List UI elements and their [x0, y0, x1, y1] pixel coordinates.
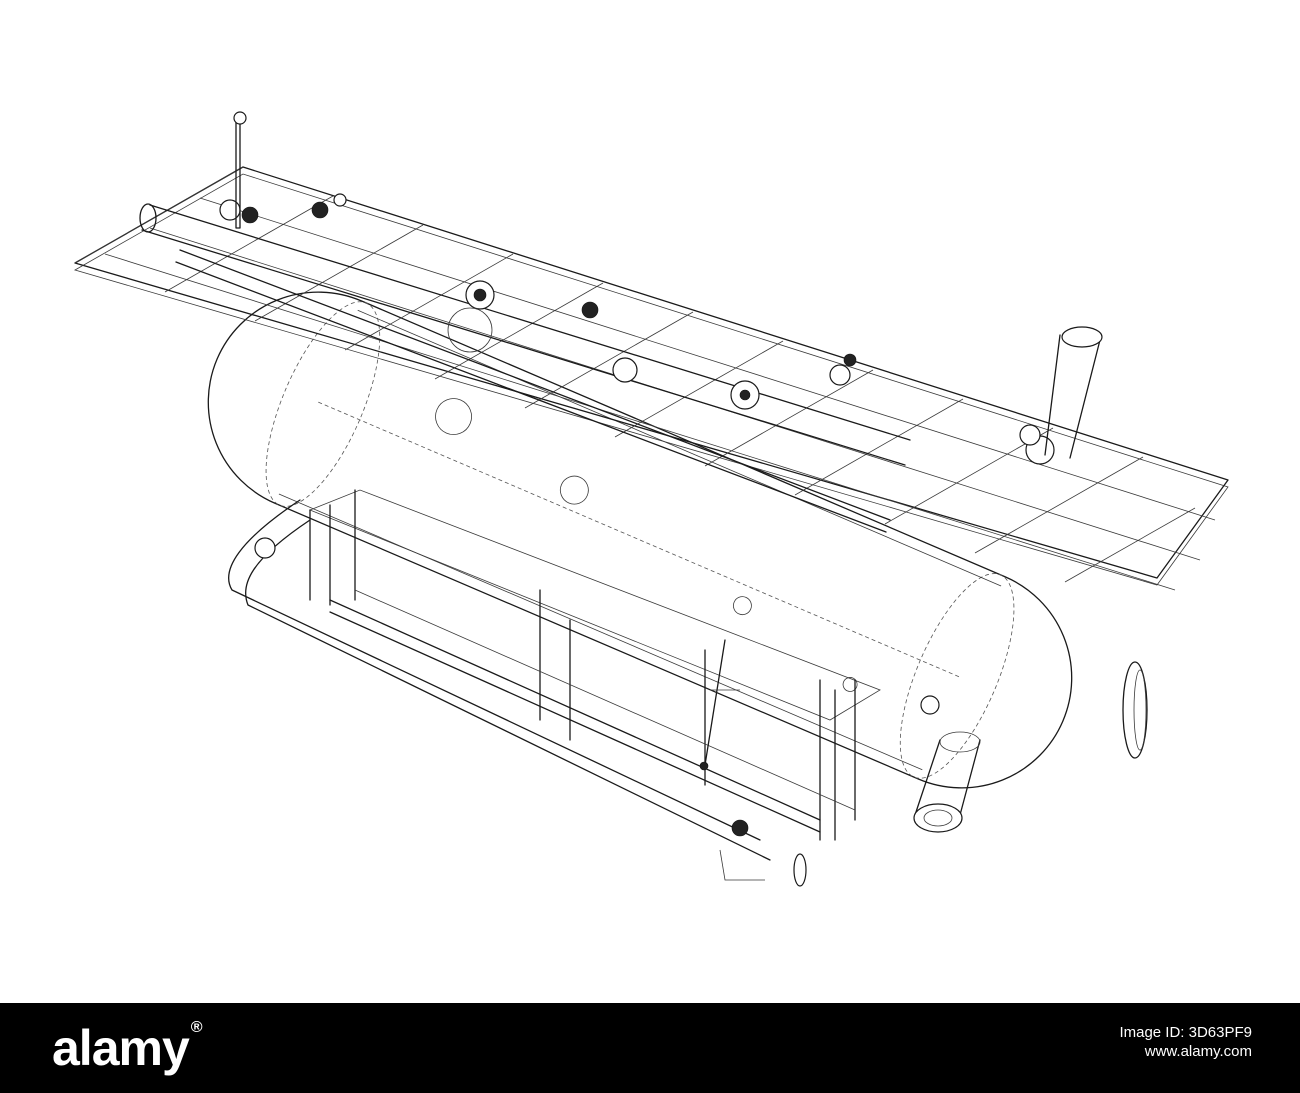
end-flange: [1122, 661, 1148, 759]
vent-stack: [1044, 326, 1103, 459]
image-id-block: Image ID: 3D63PF9 www.alamy.com: [1119, 1023, 1252, 1061]
brand-logo: alamy®: [52, 1019, 203, 1077]
watermark-bar: alamy® Image ID: 3D63PF9 www.alamy.com: [0, 1003, 1300, 1093]
support-frame: [308, 489, 881, 841]
top-pipe: [139, 203, 911, 533]
outlet-nozzle: [913, 695, 981, 833]
bottom-pipe: [228, 499, 807, 887]
registered-mark: ®: [190, 1019, 203, 1036]
top-platform: [73, 166, 1229, 591]
image-id-label: Image ID: 3D63PF9: [1119, 1024, 1252, 1041]
pressure-vessel-wireframe-icon: [73, 111, 1229, 887]
brand-name: alamy: [52, 1020, 190, 1076]
vessel-shell: [207, 291, 1073, 789]
site-url: www.alamy.com: [1144, 1043, 1252, 1060]
valve-cluster: [219, 111, 1055, 465]
level-gauge: [699, 639, 740, 771]
technical-drawing: [73, 111, 1229, 887]
